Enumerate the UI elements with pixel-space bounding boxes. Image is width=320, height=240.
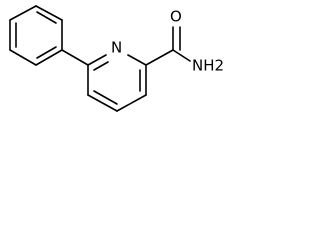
structure-diagram: N O NH2	[9, 5, 225, 112]
phenyl-bond-6	[9, 5, 37, 21]
carbonyl-to-amine-bond	[172, 49, 191, 62]
carboxamide-group: O NH2	[145, 8, 224, 75]
carbonyl-oxygen-label: O	[170, 8, 182, 26]
phenyl-bond-4	[9, 49, 37, 66]
phenyl-bond-3	[35, 49, 63, 66]
pyridine-double-bond-c	[93, 90, 118, 105]
pyridine-bond-c3-c4	[116, 94, 147, 112]
phenyl-ring	[9, 5, 63, 66]
ring-to-carbonyl-bond	[145, 49, 174, 66]
pyridine-bond-c4-c5	[87, 94, 118, 112]
pyridine-bond-n-c2	[127, 54, 147, 66]
phenyl-double-bond-b	[36, 46, 57, 59]
ring-nitrogen-label: N	[111, 39, 122, 57]
pyridine-double-bond-a	[93, 61, 109, 71]
phenyl-double-bond-a	[36, 11, 57, 24]
phenyl-bond-1	[35, 5, 63, 21]
amide-nh2-label: NH2	[192, 57, 224, 75]
pyridine-ring: N	[87, 39, 147, 112]
biaryl-bond	[61, 49, 89, 66]
pyridine-bond-c6-n	[87, 54, 107, 66]
